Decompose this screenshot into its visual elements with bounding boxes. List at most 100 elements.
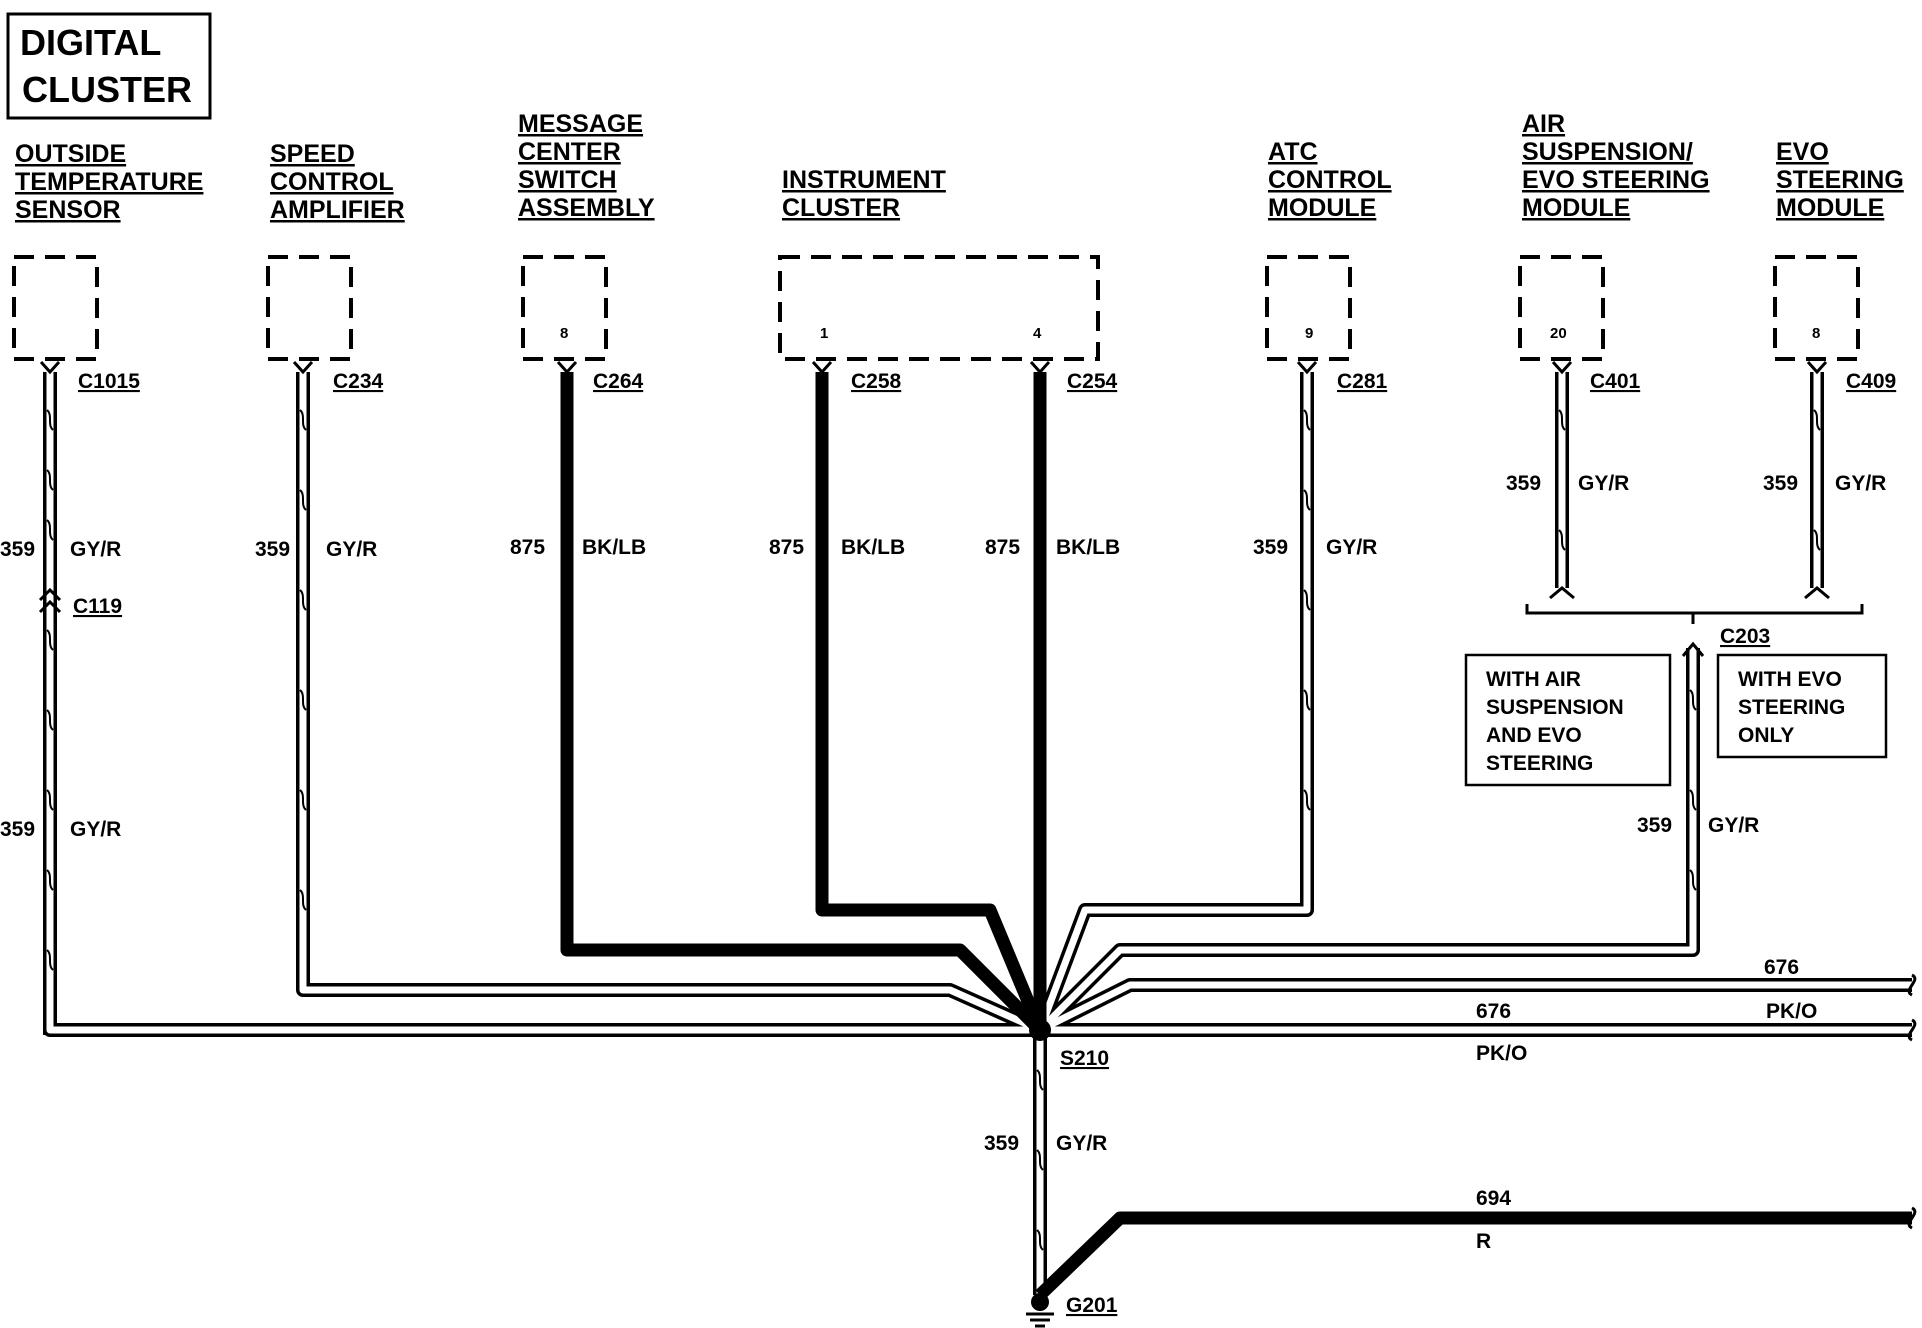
wire-color: GY/R — [1326, 536, 1377, 559]
note-line: STEERING — [1486, 752, 1593, 775]
connector-label: C254 — [1067, 370, 1118, 393]
splice-s210-dot — [1029, 1019, 1051, 1041]
connector-symbol — [1804, 586, 1830, 600]
connector-label: C258 — [851, 370, 902, 393]
wire-875-c258 — [815, 372, 1046, 1033]
component-label-line: AIR — [1522, 110, 1565, 138]
component-label-line: EVO STEERING — [1522, 166, 1710, 194]
wire-color: GY/R — [70, 818, 121, 841]
wire-875-c264 — [560, 372, 1045, 1035]
heavy-wires — [560, 372, 1047, 1035]
circuit-number: 676 — [1764, 956, 1799, 979]
connector-symbol — [1549, 586, 1575, 600]
circuit-number: 359 — [0, 538, 35, 561]
wire-color: PK/O — [1766, 1000, 1817, 1023]
wire-labels: 359 GY/R 359 GY/R 359 GY/R 875 BK/LB 875… — [0, 472, 1886, 1253]
connector-symbols — [38, 360, 1830, 657]
wire-359-c119-to-s210 — [43, 595, 1040, 1037]
wire-color: GY/R — [1056, 1132, 1107, 1155]
splice-label: S210 — [1060, 1047, 1109, 1070]
connector-c119-symbol — [38, 587, 62, 614]
connector-label: C264 — [593, 370, 644, 393]
component-label-line: STEERING — [1776, 166, 1904, 194]
wire-color: PK/O — [1476, 1042, 1527, 1065]
box-atc-control-module — [1265, 255, 1352, 361]
pin-number: 9 — [1305, 325, 1313, 342]
wire-end-mark — [1907, 1206, 1917, 1230]
connector-symbol — [1029, 360, 1051, 375]
wire-color: GY/R — [70, 538, 121, 561]
component-label-line: ASSEMBLY — [518, 194, 655, 222]
note-line: ONLY — [1738, 724, 1794, 747]
box-message-center-switch — [521, 255, 608, 361]
connector-symbol — [1551, 360, 1573, 375]
title-line-2: CLUSTER — [22, 69, 192, 110]
pin-number: 20 — [1550, 325, 1567, 342]
pin-number: 4 — [1033, 325, 1042, 342]
circuit-number: 875 — [985, 536, 1020, 559]
circuit-number: 359 — [1763, 472, 1798, 495]
wire-color: R — [1476, 1230, 1491, 1253]
connector-label: C234 — [333, 370, 384, 393]
circuit-number: 359 — [1506, 472, 1541, 495]
component-label-line: INSTRUMENT — [782, 166, 946, 194]
wire-texture — [46, 409, 1821, 1251]
diagram-title: DIGITAL CLUSTER — [6, 12, 212, 120]
circuit-number: 694 — [1476, 1187, 1511, 1210]
note-line: AND EVO — [1486, 724, 1582, 747]
component-label-line: MODULE — [1268, 194, 1376, 222]
pin-number: 1 — [820, 325, 828, 342]
note-line: WITH AIR — [1486, 668, 1581, 691]
wire-color: BK/LB — [841, 536, 905, 559]
component-atc-control-module: ATC CONTROL MODULE — [1268, 138, 1392, 222]
component-label-line: SPEED — [270, 140, 355, 168]
wire-color: GY/R — [1708, 814, 1759, 837]
splice-bracket — [1525, 604, 1864, 615]
component-label-line: SWITCH — [518, 166, 617, 194]
component-label-line: EVO — [1776, 138, 1829, 166]
wire-end-mark — [1907, 973, 1917, 997]
wire-color: GY/R — [326, 538, 377, 561]
component-label-line: SENSOR — [15, 196, 121, 224]
wire-694-r — [1035, 1211, 1912, 1300]
component-outside-temperature-sensor: OUTSIDE TEMPERATURE SENSOR — [15, 140, 203, 224]
box-instrument-cluster — [778, 255, 1100, 361]
component-label-line: CONTROL — [270, 168, 394, 196]
connector-label: C119 — [73, 595, 122, 618]
pin-number: 8 — [1812, 325, 1820, 342]
box-air-suspension-module — [1518, 255, 1605, 361]
circuit-number: 359 — [0, 818, 35, 841]
connector-c203-symbol — [1681, 641, 1705, 657]
connector-label: C409 — [1846, 370, 1896, 393]
circuit-number: 676 — [1476, 1000, 1511, 1023]
component-label-line: AMPLIFIER — [270, 196, 405, 224]
connector-label: C203 — [1720, 625, 1770, 648]
component-boxes — [12, 255, 1860, 361]
box-outside-temperature-sensor — [12, 255, 99, 361]
wire-359-c234 — [296, 372, 1043, 1037]
component-label-line: CENTER — [518, 138, 621, 166]
component-label-line: SUSPENSION/ — [1522, 138, 1693, 166]
circuit-number: 359 — [255, 538, 290, 561]
connector-symbol — [811, 360, 833, 375]
connector-symbol — [556, 360, 578, 375]
component-label-line: ATC — [1268, 138, 1318, 166]
title-line-1: DIGITAL — [20, 22, 161, 63]
component-label-line: MESSAGE — [518, 110, 643, 138]
connector-symbol — [1296, 360, 1318, 375]
component-label-line: OUTSIDE — [15, 140, 126, 168]
component-label-line: MODULE — [1522, 194, 1630, 222]
connector-label: C401 — [1590, 370, 1641, 393]
note-line: WITH EVO — [1738, 668, 1842, 691]
component-evo-steering-module: EVO STEERING MODULE — [1776, 138, 1904, 222]
component-label-line: CLUSTER — [782, 194, 900, 222]
ground-label: G201 — [1066, 1294, 1118, 1317]
component-instrument-cluster: INSTRUMENT CLUSTER — [782, 166, 946, 222]
component-message-center-switch-assembly: MESSAGE CENTER SWITCH ASSEMBLY — [518, 110, 655, 222]
wire-color: GY/R — [1835, 472, 1886, 495]
circuit-number: 359 — [984, 1132, 1019, 1155]
wire-color: BK/LB — [582, 536, 646, 559]
box-speed-control-amplifier — [266, 255, 353, 361]
connector-label: C281 — [1337, 370, 1388, 393]
